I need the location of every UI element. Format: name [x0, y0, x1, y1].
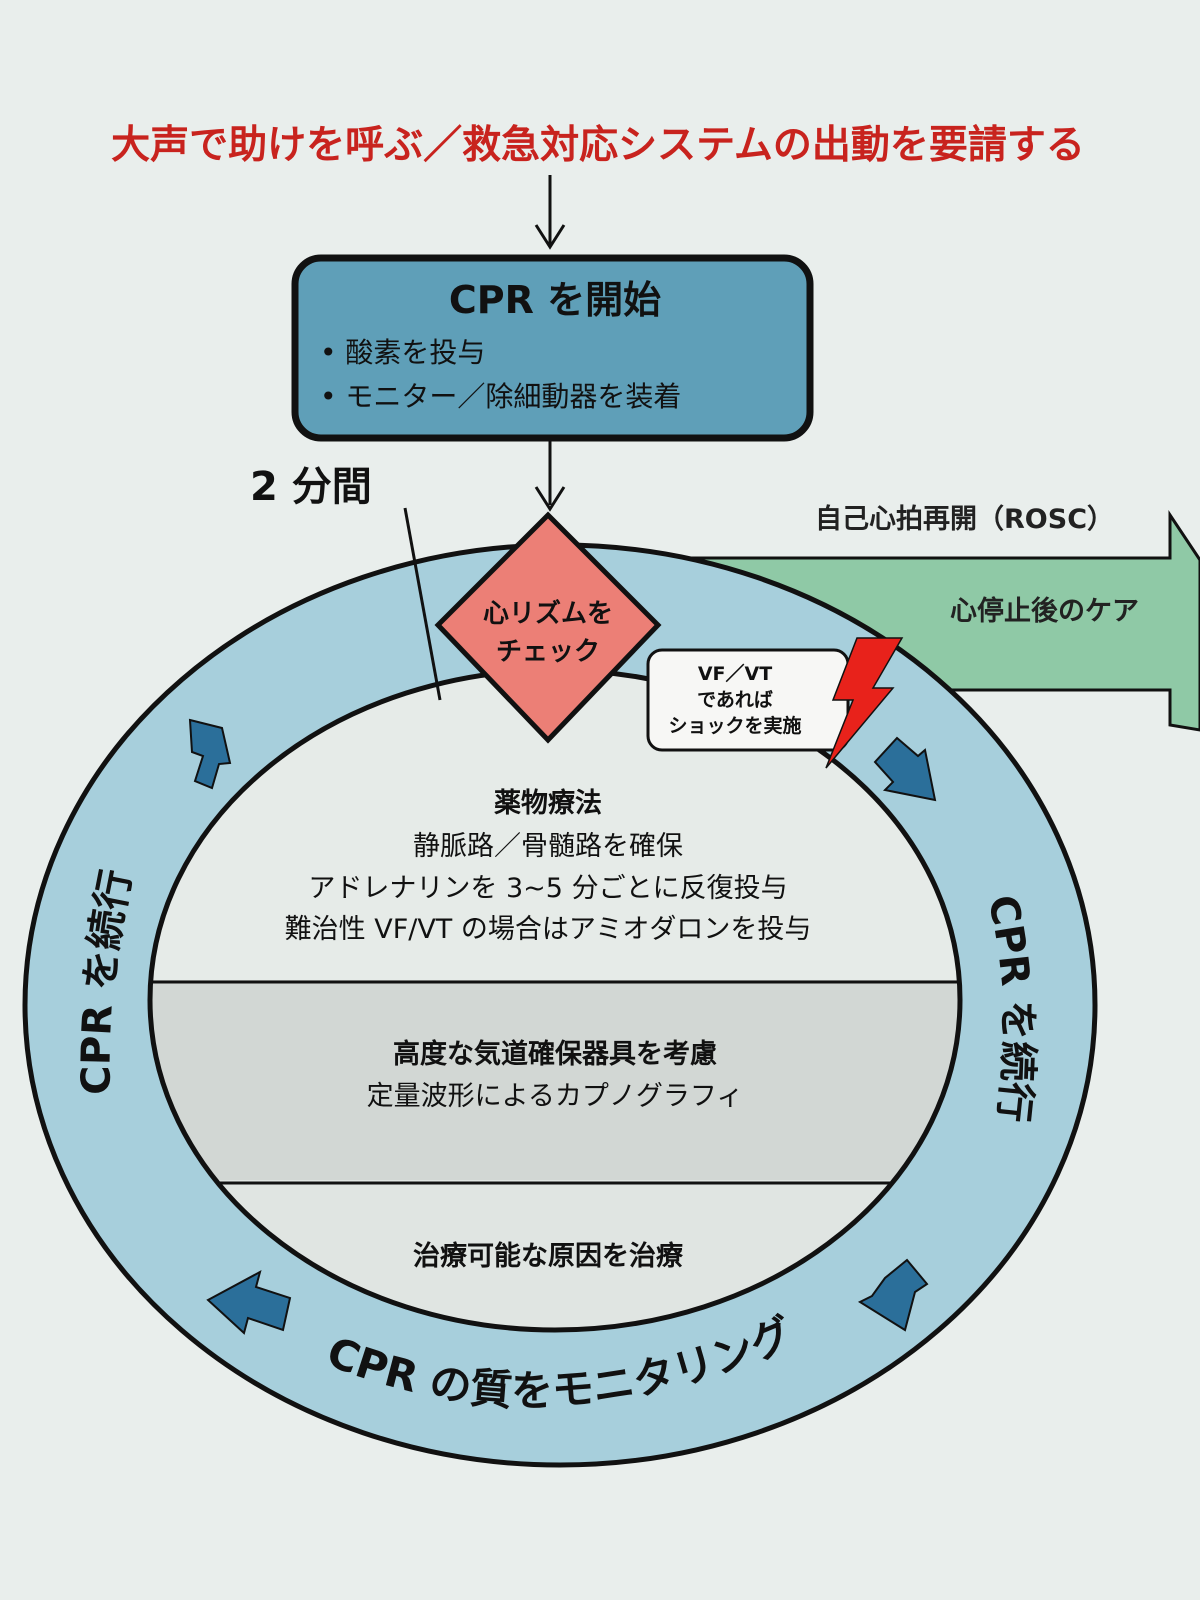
two-minutes-label: 2 分間	[250, 464, 372, 510]
cycle-arrow-top-right-icon	[873, 736, 937, 802]
cycle-arrow-bottom-left-icon	[206, 1270, 292, 1335]
rhythm-check-line-2: チェック	[496, 637, 600, 667]
cycle-arrow-top-left-icon	[188, 718, 232, 790]
start-cpr-bullet-monitor: • モニター／除細動器を装着	[320, 380, 681, 413]
rosc-label: 自己心拍再開（ROSC）	[815, 503, 1114, 535]
shock-line-2: であれば	[697, 689, 773, 711]
drug-therapy-title: 薬物療法	[494, 788, 602, 819]
rhythm-check-diamond	[434, 511, 662, 744]
rhythm-check-line-1: 心リズムを	[483, 598, 613, 629]
start-cpr-box	[291, 254, 814, 442]
shock-line-1: VF／VT	[698, 662, 772, 685]
call-for-help-title: 大声で助けを呼ぶ／救急対応システムの出動を要請する	[111, 123, 1085, 168]
start-cpr-bullet-oxygen: • 酸素を投与	[320, 336, 485, 369]
start-cpr-title: CPR を開始	[449, 278, 661, 322]
cycle-arrow-bottom-right-icon	[857, 1258, 929, 1332]
drug-line-access: 静脈路／骨髄路を確保	[413, 831, 683, 862]
lightning-bolt-icon	[825, 637, 904, 769]
drug-line-amiodarone: 難治性 VF/VT の場合はアミオダロンを投与	[285, 914, 812, 945]
advanced-airway-title: 高度な気道確保器具を考慮	[393, 1038, 717, 1070]
arrow-to-rhythm-check	[534, 440, 566, 512]
two-minutes-leader-line	[403, 507, 442, 701]
drug-line-epinephrine: アドレナリンを 3~5 分ごとに反復投与	[308, 873, 787, 904]
arrow-to-start-box	[534, 175, 566, 250]
shock-line-3: ショックを実施	[668, 714, 801, 737]
capnography-line: 定量波形によるカプノグラフィ	[367, 1081, 744, 1112]
treat-causes-title: 治療可能な原因を治療	[413, 1240, 684, 1272]
post-arrest-care-label: 心停止後のケア	[950, 595, 1139, 627]
